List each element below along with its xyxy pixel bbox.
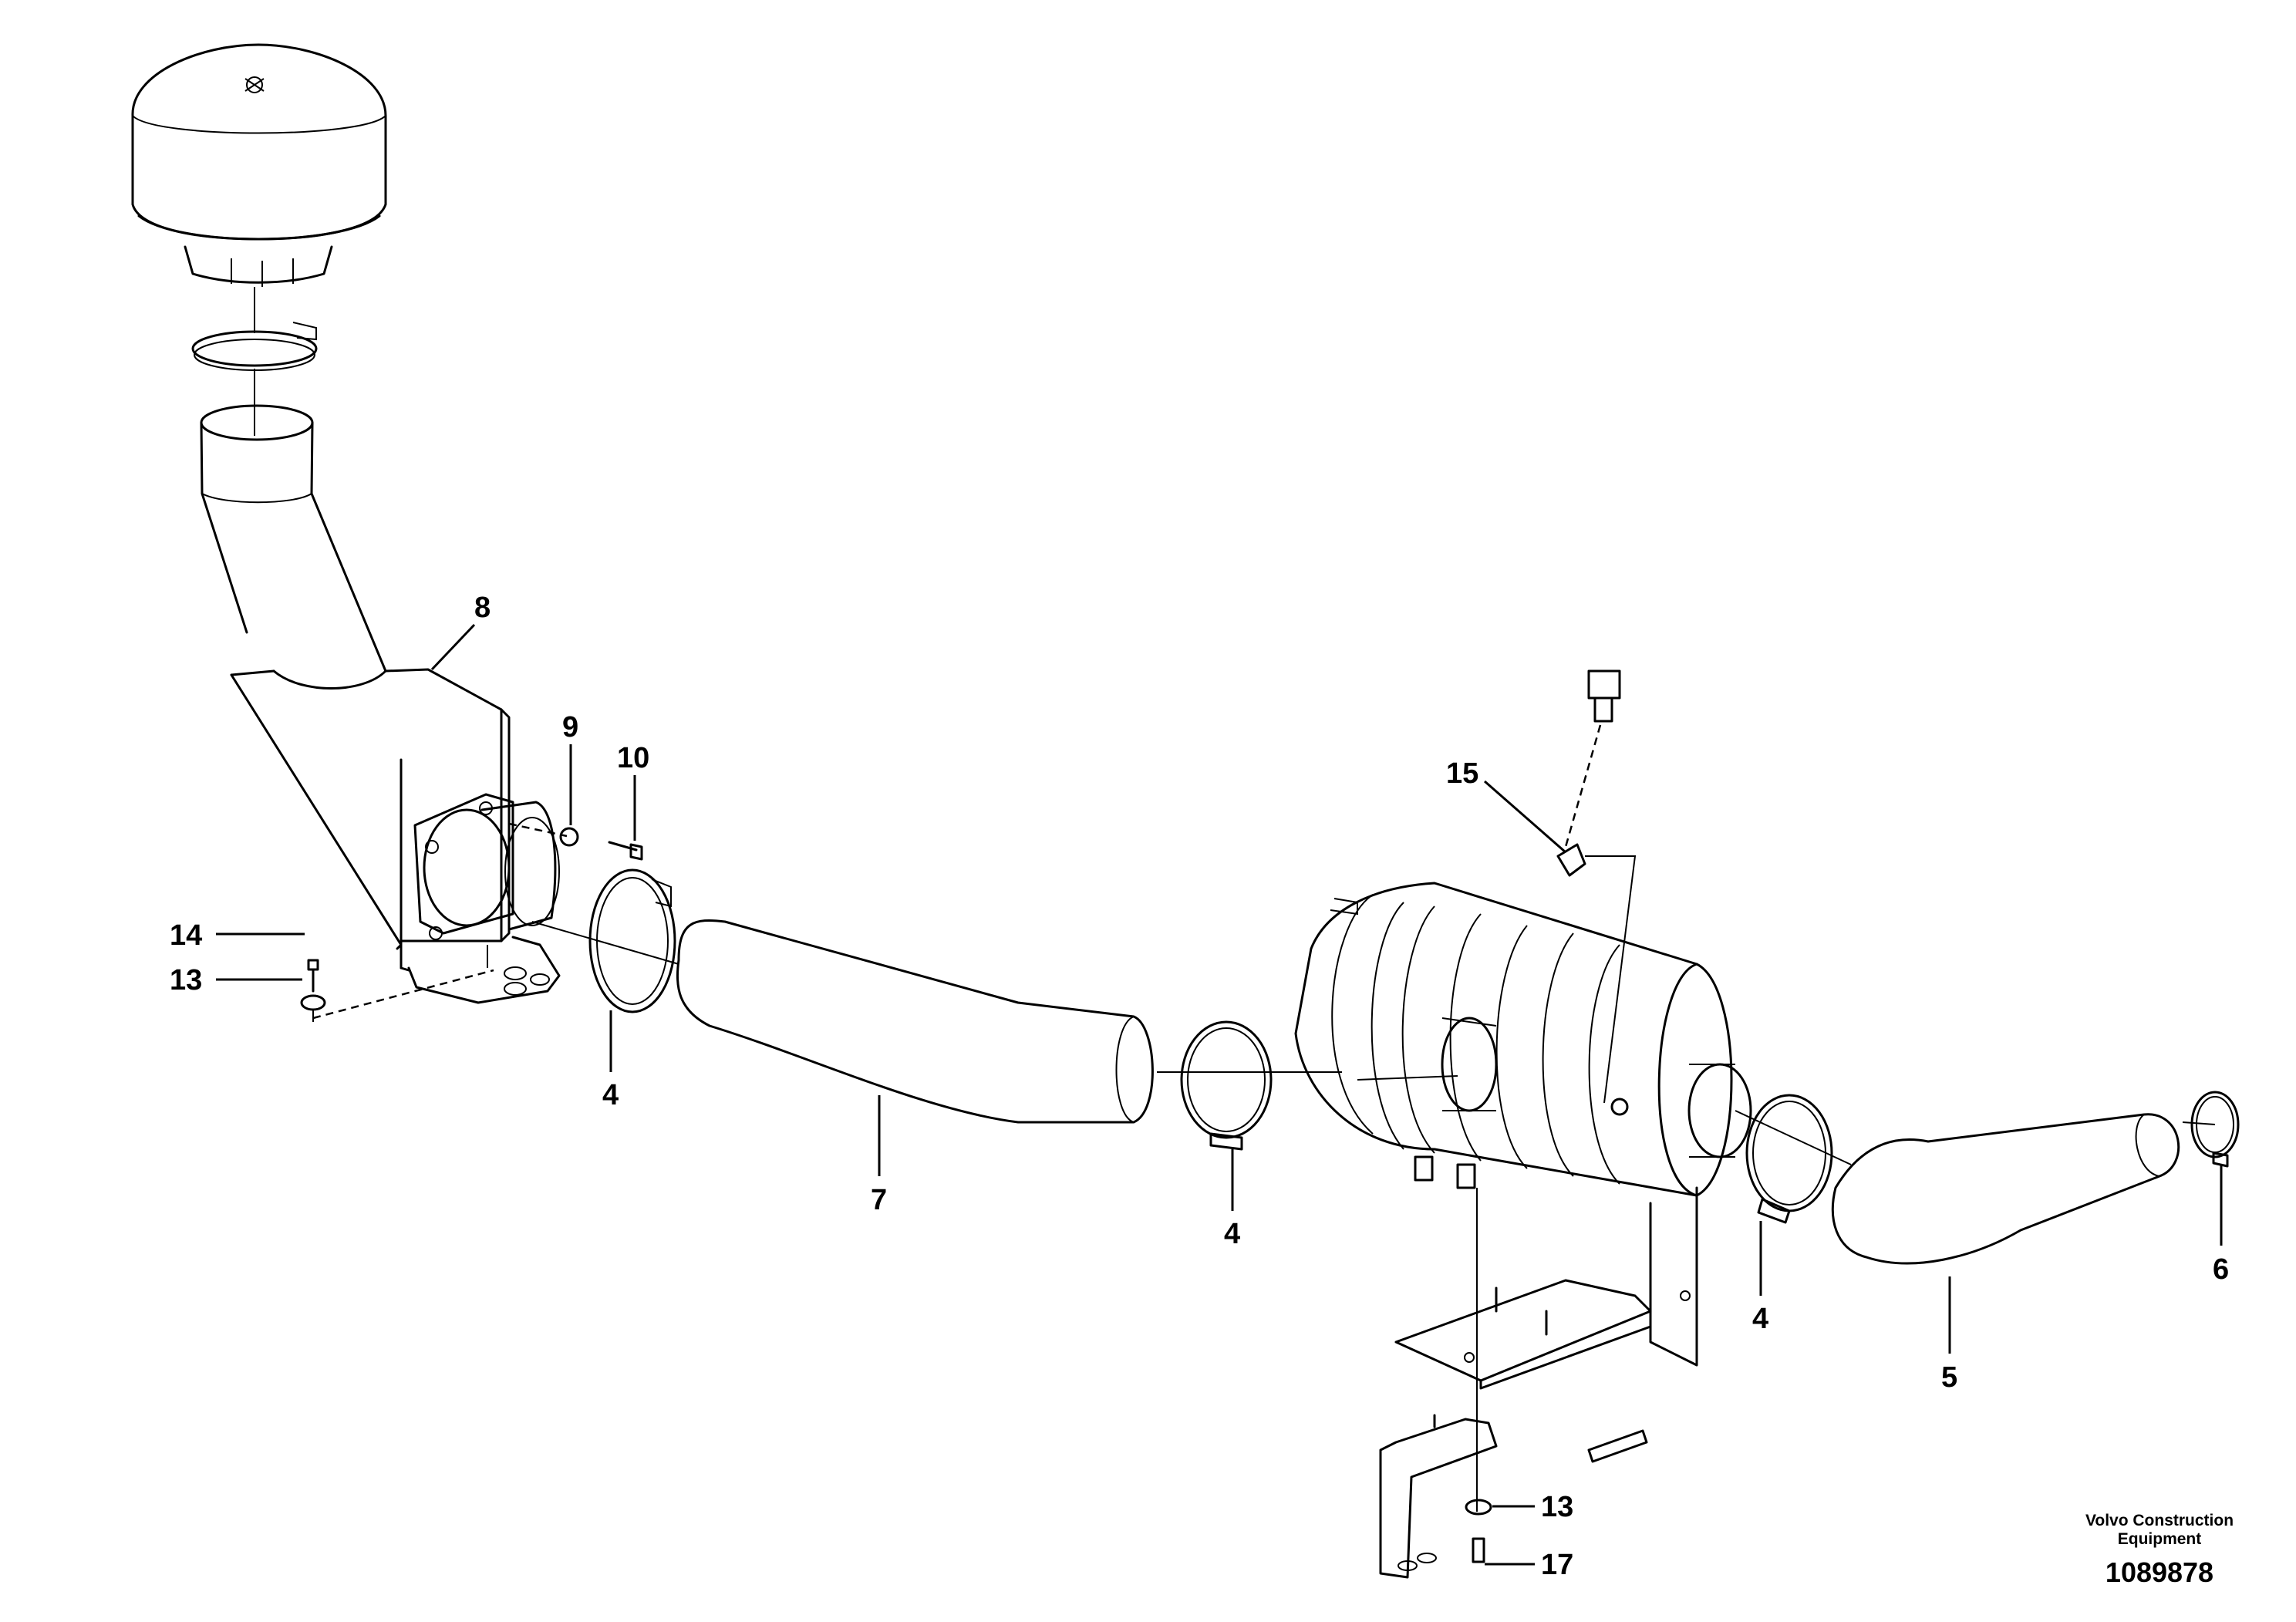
company-name-line2: Equipment	[2117, 1530, 2202, 1548]
hose-clamp-left	[588, 868, 676, 1013]
callout-17: 17	[1541, 1549, 1573, 1581]
bolt-14-washer-13-left	[300, 959, 494, 1022]
washer-and-bolt-9-10	[508, 822, 643, 861]
callout-6: 6	[2213, 1253, 2229, 1286]
service-indicator	[1556, 669, 1637, 1104]
callout-8: 8	[474, 592, 491, 624]
callout-14: 14	[170, 919, 202, 952]
callout-5: 5	[1941, 1361, 1957, 1394]
callout-15: 15	[1446, 757, 1478, 790]
callout-4-left: 4	[602, 1079, 619, 1111]
hose-clamp-middle	[1180, 1020, 1273, 1151]
callout-13-left: 13	[170, 964, 202, 996]
company-name-line1: Volvo Construction	[2085, 1512, 2234, 1529]
hose-clamp-right	[1745, 1094, 1833, 1224]
precleaner-cap	[131, 43, 387, 287]
main-intake-hose	[676, 919, 1154, 1124]
hose-clamp-small	[2190, 1091, 2240, 1168]
callout-10: 10	[617, 742, 649, 774]
title-block: Volvo Construction Equipment 1089878	[2052, 1512, 2267, 1589]
callout-7: 7	[871, 1184, 887, 1216]
filter-mounting-bracket	[1379, 1186, 1698, 1579]
outlet-hose	[1831, 1113, 2180, 1265]
callout-4-middle: 4	[1224, 1218, 1240, 1250]
drawing-number: 1089878	[2105, 1556, 2214, 1588]
inlet-pipe-bracket	[200, 404, 561, 1004]
callout-leaders	[216, 623, 2223, 1566]
callout-13-right: 13	[1541, 1491, 1573, 1523]
air-filter-housing	[1294, 882, 1752, 1197]
callout-4-right: 4	[1752, 1303, 1768, 1335]
callout-9: 9	[562, 711, 578, 744]
